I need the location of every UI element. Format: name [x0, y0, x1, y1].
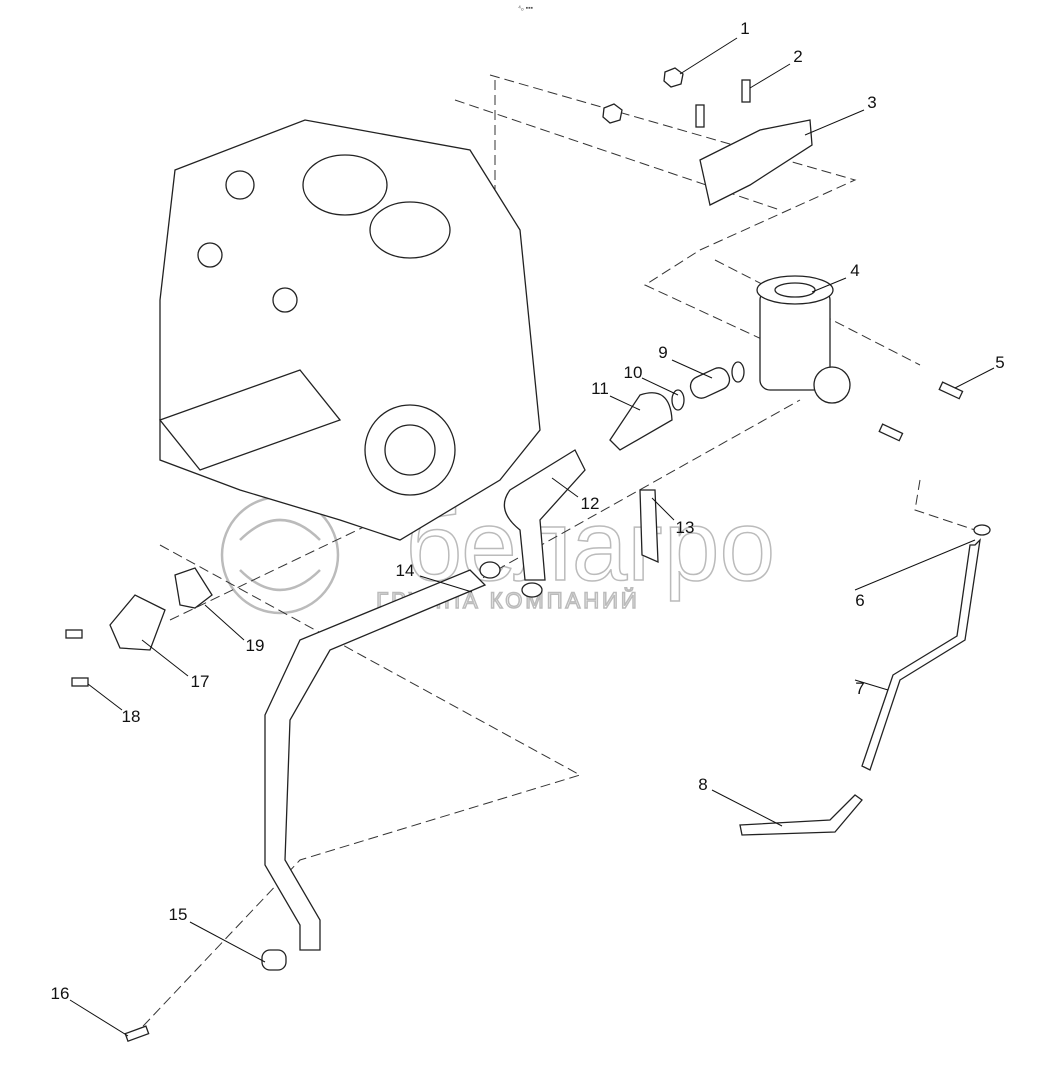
callout-9: 9	[658, 343, 667, 362]
callout-19: 19	[246, 636, 265, 655]
callout-6: 6	[855, 591, 864, 610]
callout-10: 10	[624, 363, 643, 382]
header-mark: ⁴ₒ ▪▪▪	[518, 5, 534, 12]
callout-13: 13	[676, 518, 695, 537]
callout-8: 8	[698, 775, 707, 794]
callout-11: 11	[591, 379, 609, 398]
parts	[65, 67, 991, 1043]
callout-1: 1	[740, 19, 749, 38]
tube-part-8	[739, 794, 863, 836]
bolt-part-18	[71, 677, 89, 687]
gasket-part-19	[174, 567, 213, 609]
callout-labels: 1 2 3 4 5 6 7 8 9 10 11 12 13 14 15 16 1…	[51, 19, 1005, 1003]
clamp-part-10	[671, 389, 685, 411]
callout-7: 7	[855, 679, 864, 698]
engine-block	[158, 119, 541, 541]
leader-lines	[69, 37, 995, 1037]
clamp-part-6	[973, 524, 991, 536]
funnel-part-11	[609, 392, 673, 451]
callout-12: 12	[581, 494, 600, 513]
callout-3: 3	[867, 93, 876, 112]
bracket-part-3	[699, 119, 813, 206]
callout-4: 4	[850, 261, 859, 280]
callout-5: 5	[995, 353, 1004, 372]
tube-part-13	[639, 489, 659, 564]
hose-part-9	[689, 367, 731, 399]
bolt-part-2	[741, 79, 751, 103]
hose-part-7	[861, 538, 981, 771]
clamp-part-15	[261, 949, 287, 971]
callout-18: 18	[122, 707, 141, 726]
bolt-part-16	[124, 1025, 150, 1043]
flange-part-17	[109, 594, 166, 651]
bolt-part-5	[938, 381, 964, 400]
callout-16: 16	[51, 984, 70, 1003]
callout-17: 17	[191, 672, 210, 691]
callout-14: 14	[396, 561, 415, 580]
nut-part-1	[663, 67, 684, 88]
hose-part-14	[264, 569, 487, 951]
callout-15: 15	[169, 905, 188, 924]
callout-2: 2	[793, 47, 802, 66]
hose-part-12	[503, 449, 586, 581]
